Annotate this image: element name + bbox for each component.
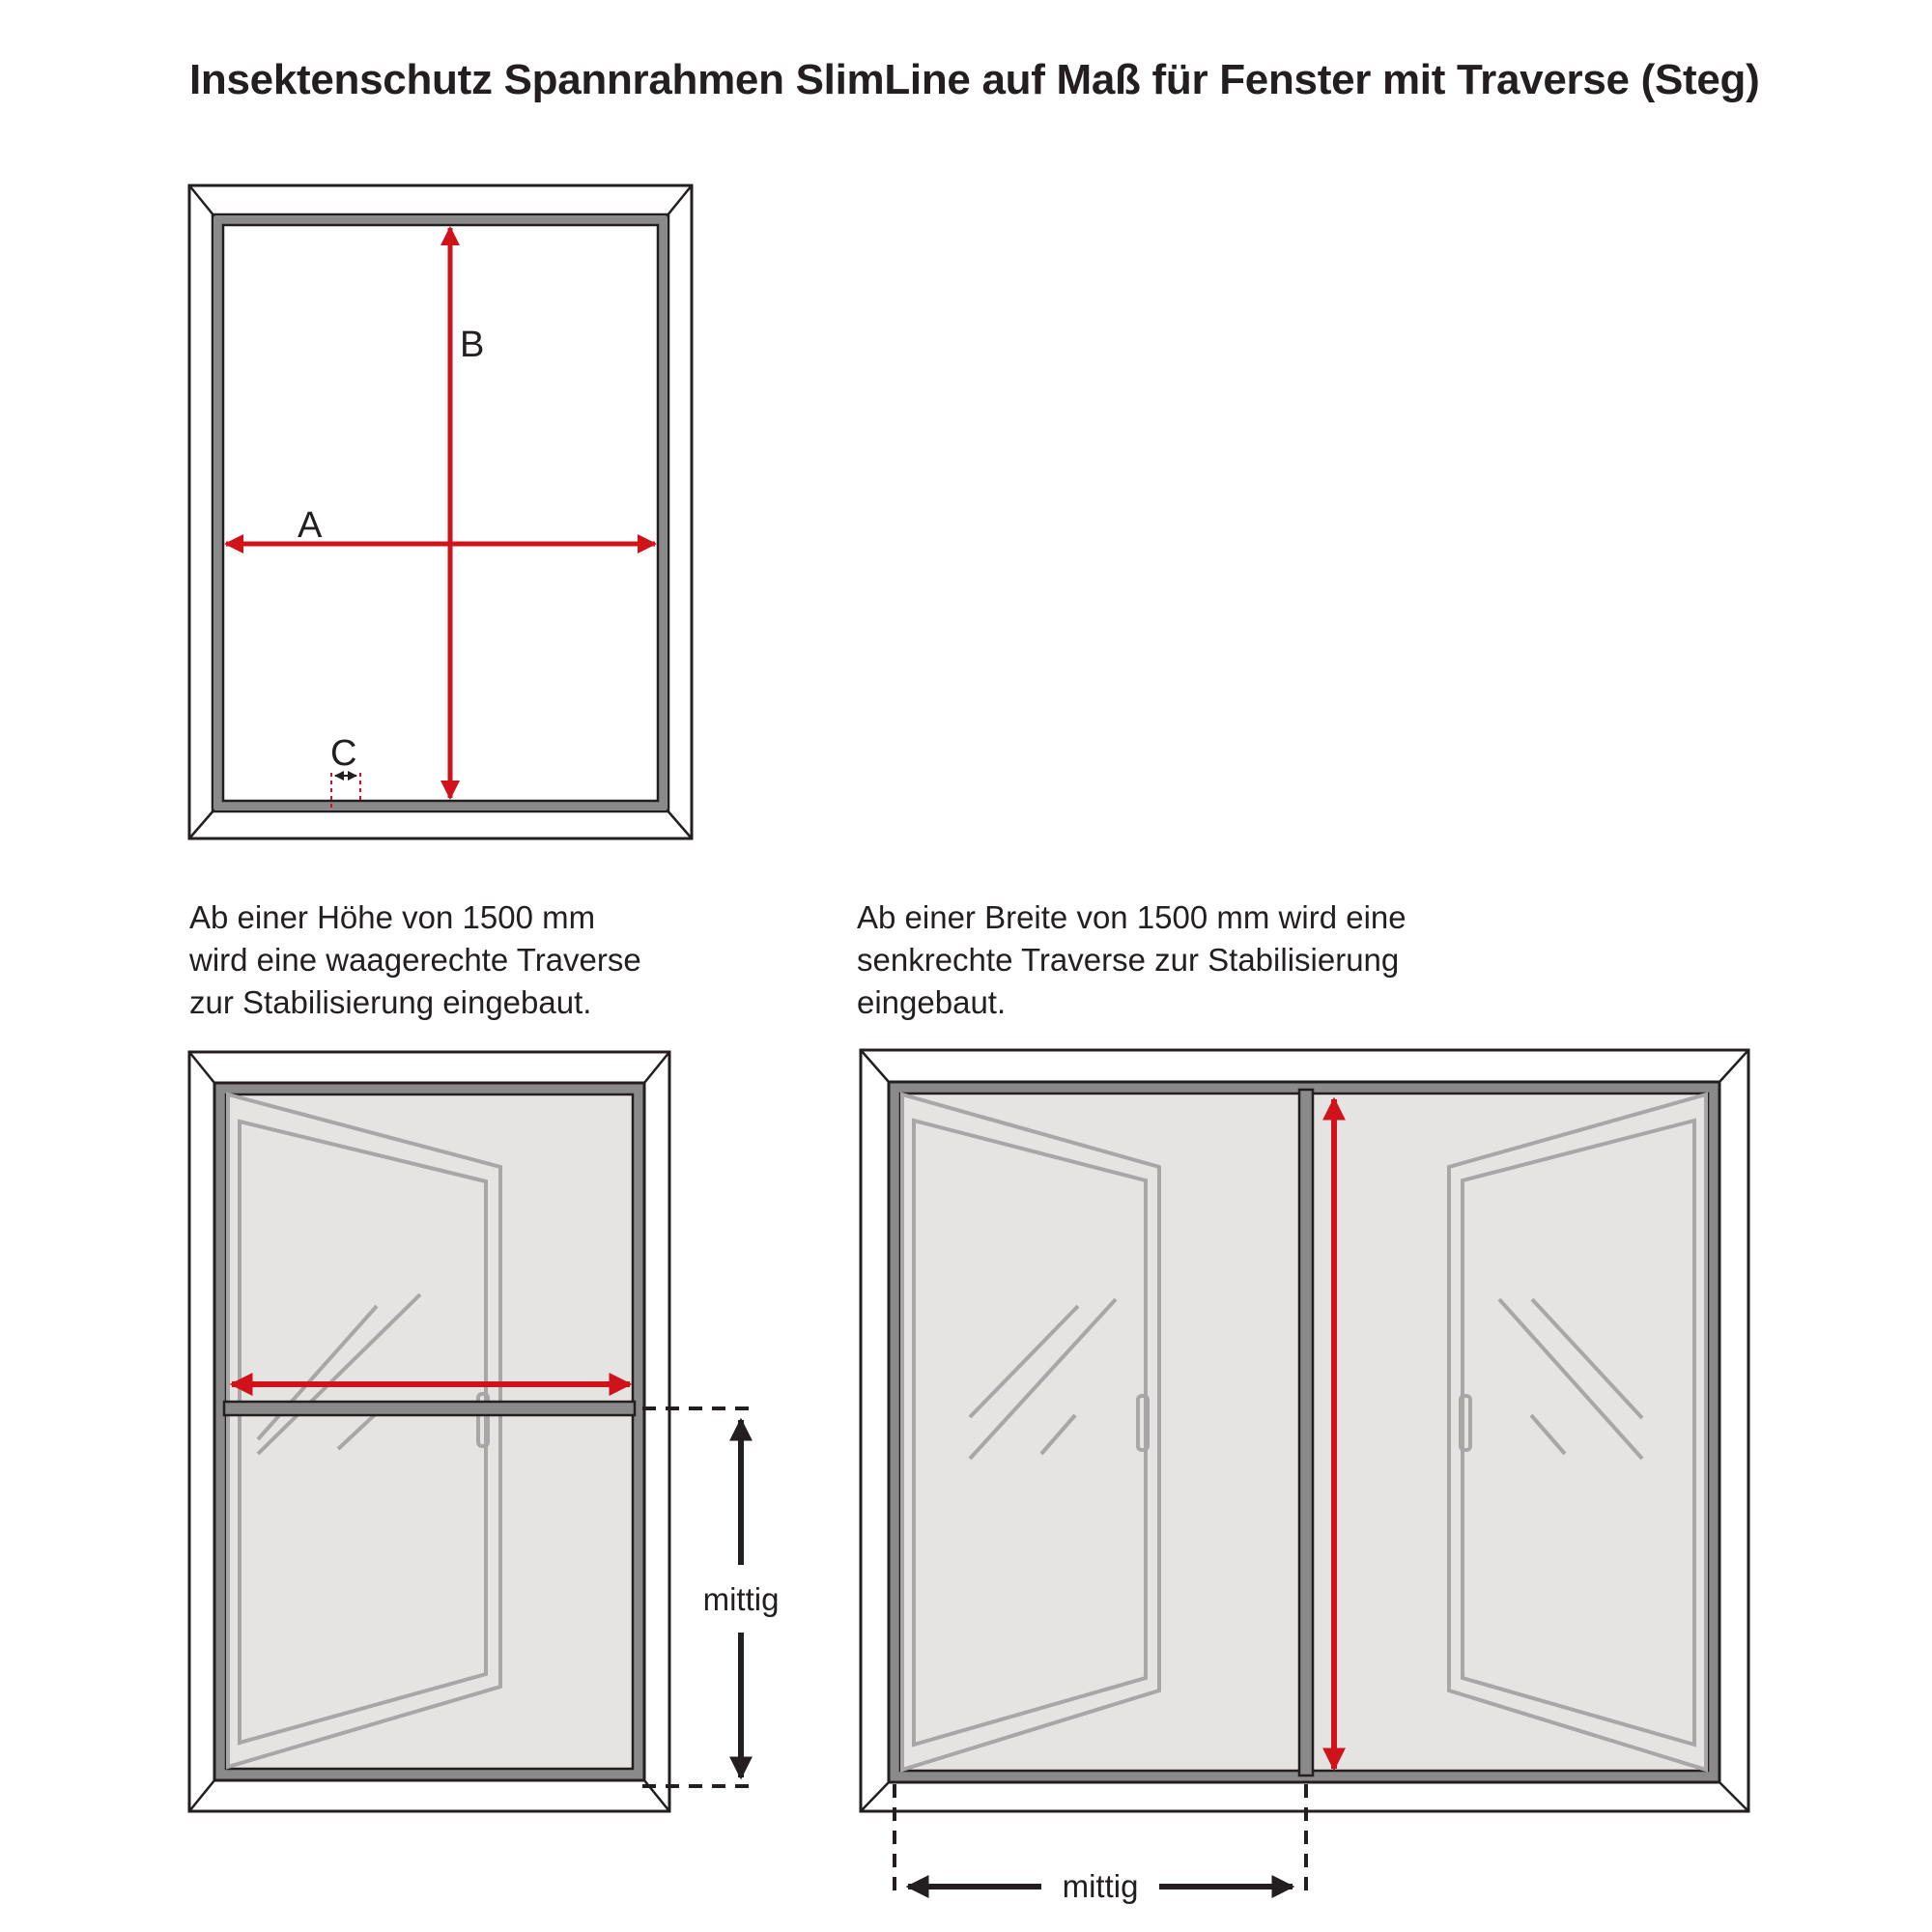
frame-depth-marker-c bbox=[330, 771, 361, 810]
caption-line: wird eine waagerechte Traverse bbox=[189, 942, 641, 978]
label-b: B bbox=[460, 325, 484, 365]
vertical-traverse-diagram: mittig bbox=[859, 1048, 1750, 1904]
horizontal-traverse-diagram: mittig bbox=[187, 1050, 780, 1813]
measurement-window-diagram: B A C bbox=[187, 184, 694, 840]
center-guide-lines bbox=[642, 1406, 753, 1788]
label-mittig-vertical: mittig bbox=[703, 1581, 780, 1617]
frame-bevels bbox=[188, 185, 693, 839]
horizontal-traverse-bar bbox=[222, 1400, 637, 1417]
frame-bevels bbox=[860, 1049, 1749, 1812]
caption-line: Ab einer Breite von 1500 mm wird eine bbox=[857, 899, 1406, 935]
caption-line: senkrechte Traverse zur Stabilisierung bbox=[857, 942, 1400, 978]
label-c: C bbox=[330, 733, 356, 774]
page-title: Insektenschutz Spannrahmen SlimLine auf … bbox=[189, 56, 1760, 103]
vertical-traverse-bar bbox=[1297, 1088, 1315, 1777]
caption-horizontal-traverse: Ab einer Höhe von 1500 mm wird eine waag… bbox=[189, 896, 641, 1024]
screen-frame bbox=[213, 215, 668, 810]
center-guide-lines bbox=[893, 1784, 1308, 1898]
caption-line: eingebaut. bbox=[857, 984, 1007, 1020]
screen-inner bbox=[221, 223, 660, 803]
caption-vertical-traverse: Ab einer Breite von 1500 mm wird eine se… bbox=[857, 896, 1406, 1024]
caption-line: Ab einer Höhe von 1500 mm bbox=[189, 899, 596, 935]
label-mittig-horizontal: mittig bbox=[1063, 1868, 1139, 1904]
label-a: A bbox=[298, 505, 323, 546]
right-sash-outline bbox=[1447, 1092, 1708, 1773]
screen-mesh bbox=[224, 1093, 635, 1771]
caption-line: zur Stabilisierung eingebaut. bbox=[189, 984, 592, 1020]
left-sash-outline bbox=[900, 1092, 1161, 1773]
